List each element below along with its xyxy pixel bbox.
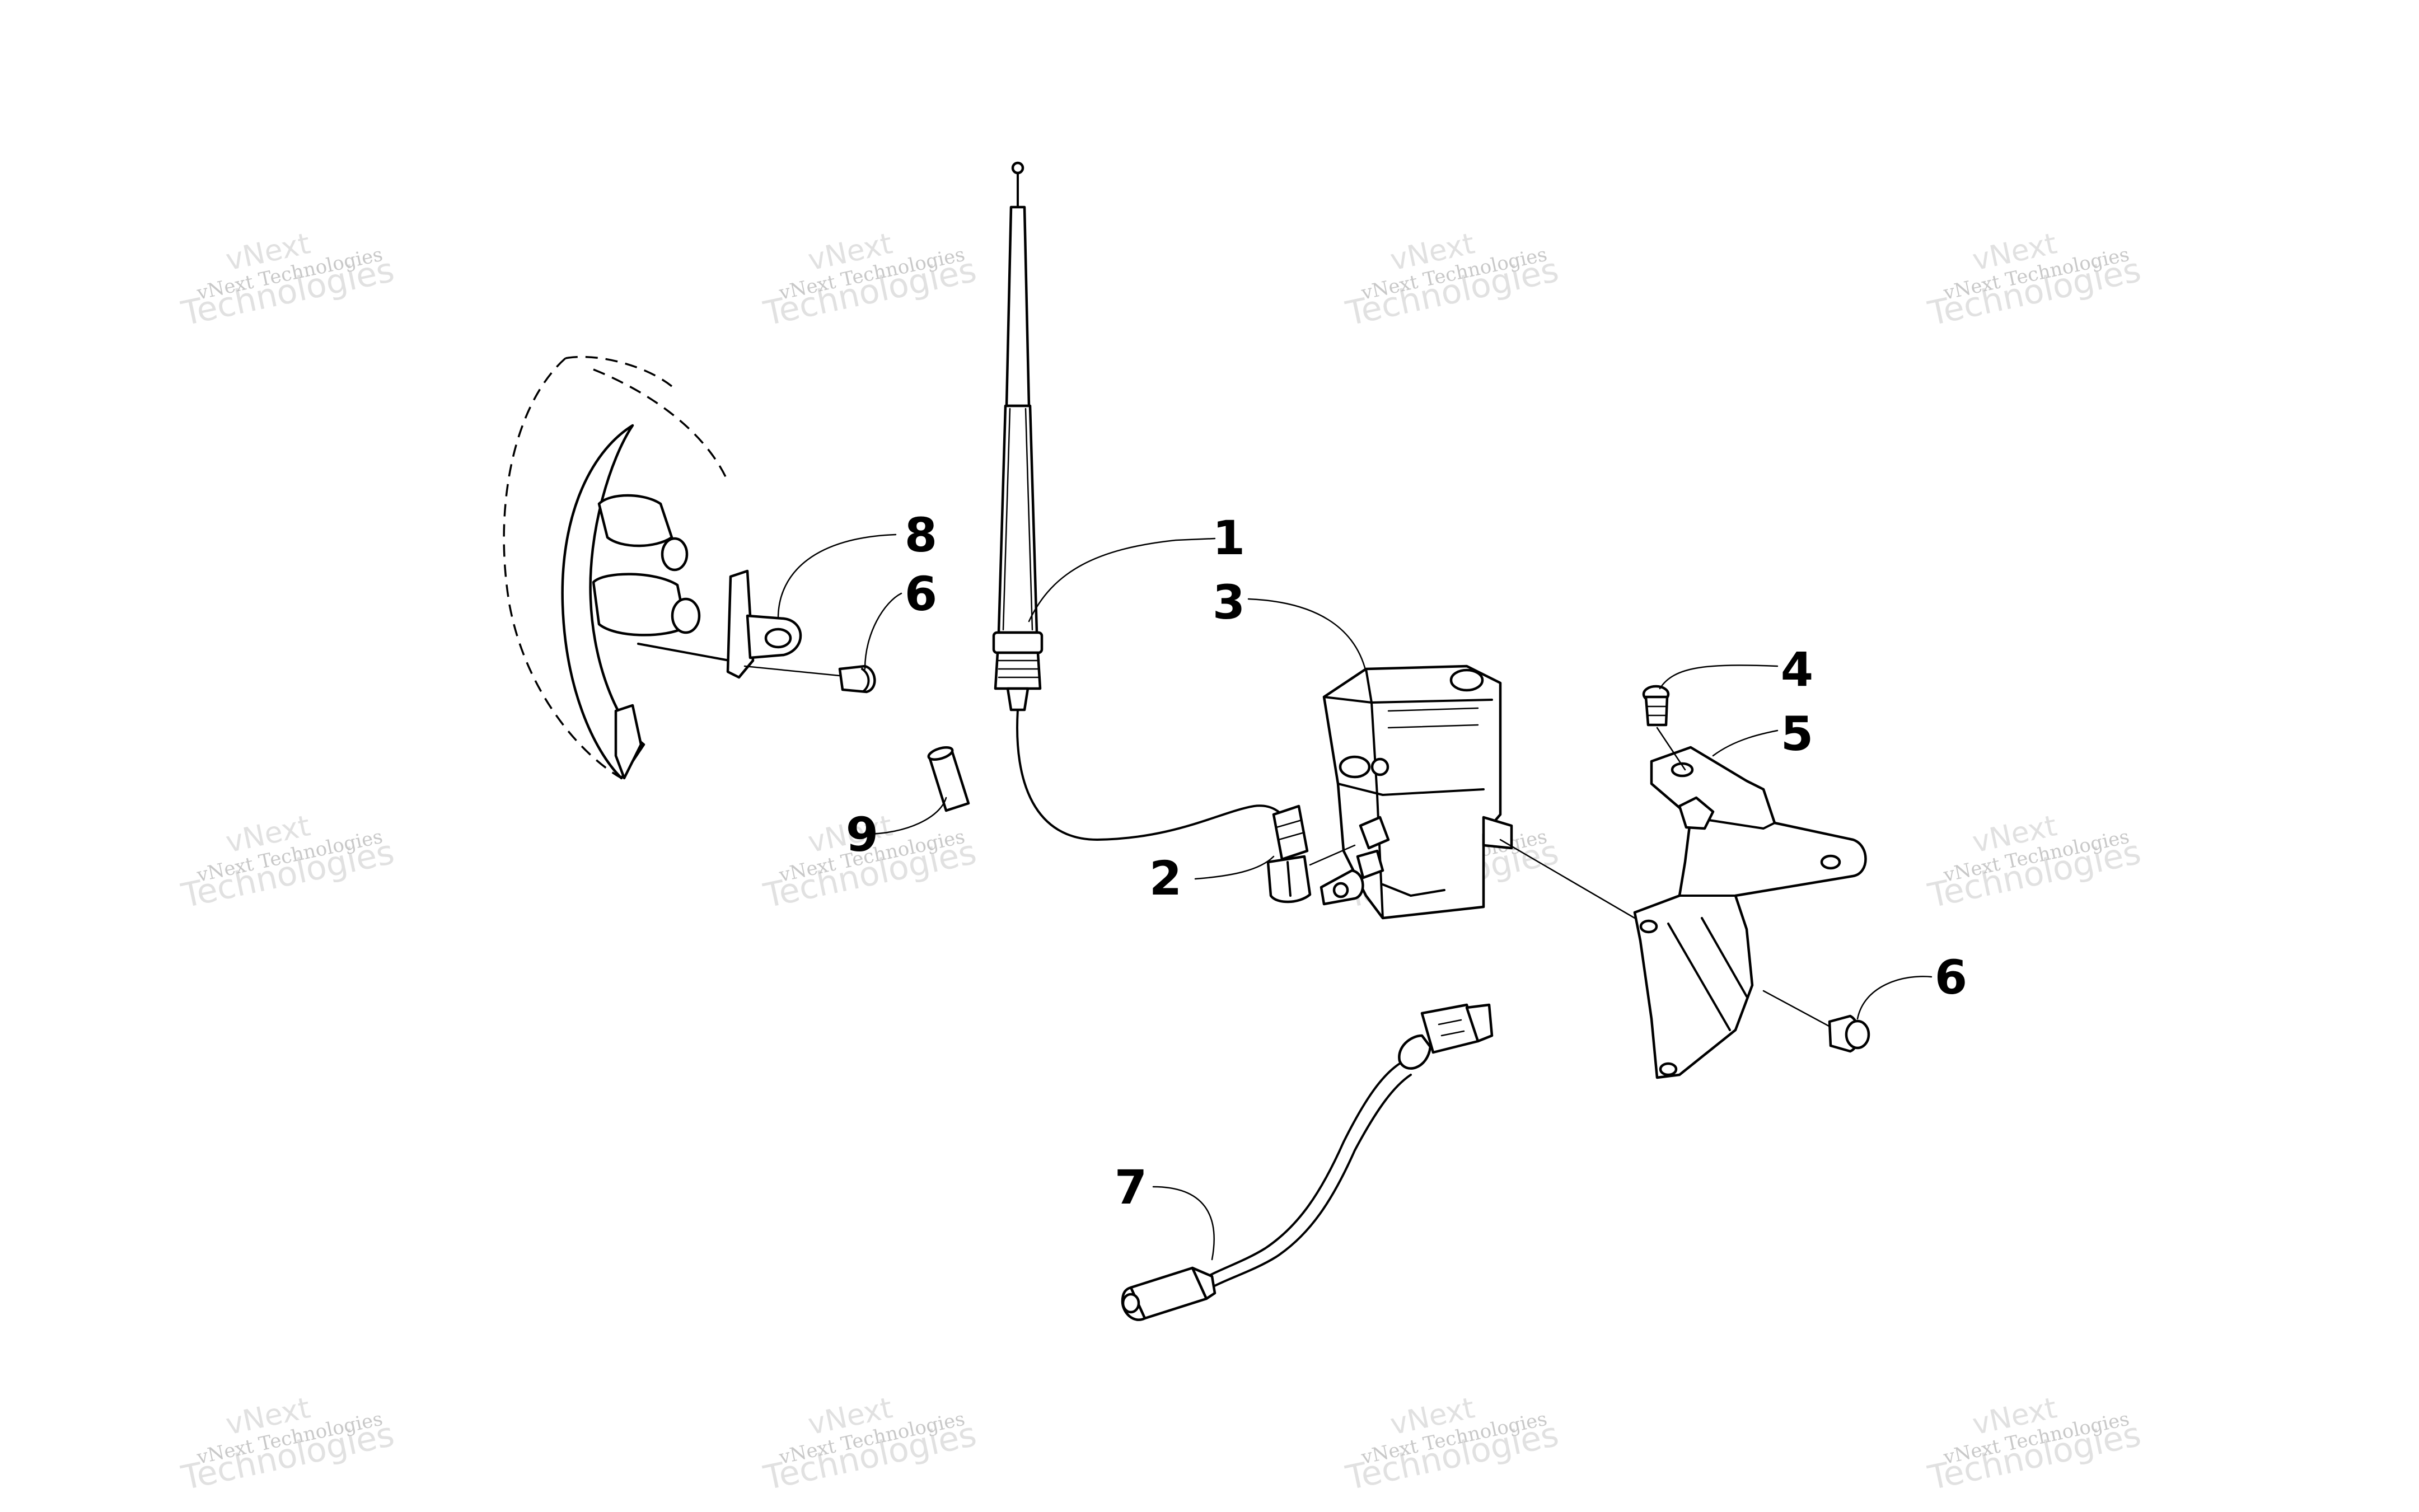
callouts: 1 2 3 4 5 6 6 7 8 9 [846, 508, 1967, 1215]
leader-9 [864, 797, 947, 835]
callout-5: 5 [1781, 706, 1813, 761]
watermark-r3c1: vNext vNext Technologies Technologies [178, 1391, 398, 1498]
watermark-r3c4: vNext vNext Technologies Technologies [1925, 1391, 2145, 1498]
part-9-grommet [927, 746, 970, 812]
watermark-r3c2: vNext vNext Technologies Technologies [760, 1391, 980, 1498]
watermark-r1c4: vNext vNext Technologies Technologies [1925, 227, 2145, 334]
leader-6a [864, 592, 902, 670]
part-8-bracket [726, 569, 802, 679]
bracket-hole [764, 628, 792, 649]
headlight-housing [503, 355, 746, 780]
callout-1: 1 [1213, 511, 1245, 565]
callout-6b: 6 [1935, 950, 1967, 1005]
part-5-mounting-plate [1633, 746, 1867, 1079]
plate-hole-right [1820, 854, 1841, 870]
leader-6b [1856, 976, 1933, 1020]
part-7-harness [1121, 1003, 1494, 1321]
callout-3: 3 [1213, 575, 1245, 630]
leader-7 [1152, 1186, 1215, 1261]
plate-hole-top [1671, 762, 1694, 778]
watermark-r3c3: vNext vNext Technologies Technologies [1342, 1391, 1562, 1498]
leader-1 [1028, 537, 1216, 622]
callout-9: 9 [846, 807, 878, 862]
module-boss-1 [1339, 755, 1371, 779]
watermark-r2c4: vNext vNext Technologies Technologies [1925, 809, 2145, 916]
part-4-bolt [1642, 685, 1686, 771]
part-2-connector [1266, 804, 1312, 904]
leader-8 [777, 533, 897, 620]
part-1-antenna [992, 161, 1044, 711]
part-3-module [1309, 664, 1513, 920]
leader-3 [1247, 598, 1367, 673]
mount-line [1499, 839, 1636, 919]
leader-5 [1712, 729, 1779, 757]
housing-boss-lower [671, 597, 701, 634]
callout-2: 2 [1149, 851, 1182, 906]
leader-2 [1194, 855, 1275, 880]
watermark-r1c2: vNext vNext Technologies Technologies [760, 227, 980, 334]
leader-lines [777, 533, 1933, 1261]
watermark-r1c3: vNext vNext Technologies Technologies [1342, 227, 1562, 334]
antenna-cable [1016, 709, 1289, 841]
part-6-screw-upper [743, 664, 876, 694]
callout-4: 4 [1781, 642, 1813, 697]
leader-4 [1659, 664, 1779, 690]
housing-boss-upper [661, 537, 689, 572]
plate-hole-bottom [1659, 1062, 1678, 1076]
watermark-r1c1: vNext vNext Technologies Technologies [178, 227, 398, 334]
callout-6a: 6 [905, 567, 937, 621]
plate-hole-left [1639, 919, 1658, 934]
callout-7: 7 [1115, 1160, 1147, 1215]
watermark-r2c1: vNext vNext Technologies Technologies [178, 809, 398, 916]
module-boss-2 [1449, 668, 1484, 692]
part-6-screw-lower [1762, 990, 1870, 1053]
callout-8: 8 [905, 508, 937, 563]
